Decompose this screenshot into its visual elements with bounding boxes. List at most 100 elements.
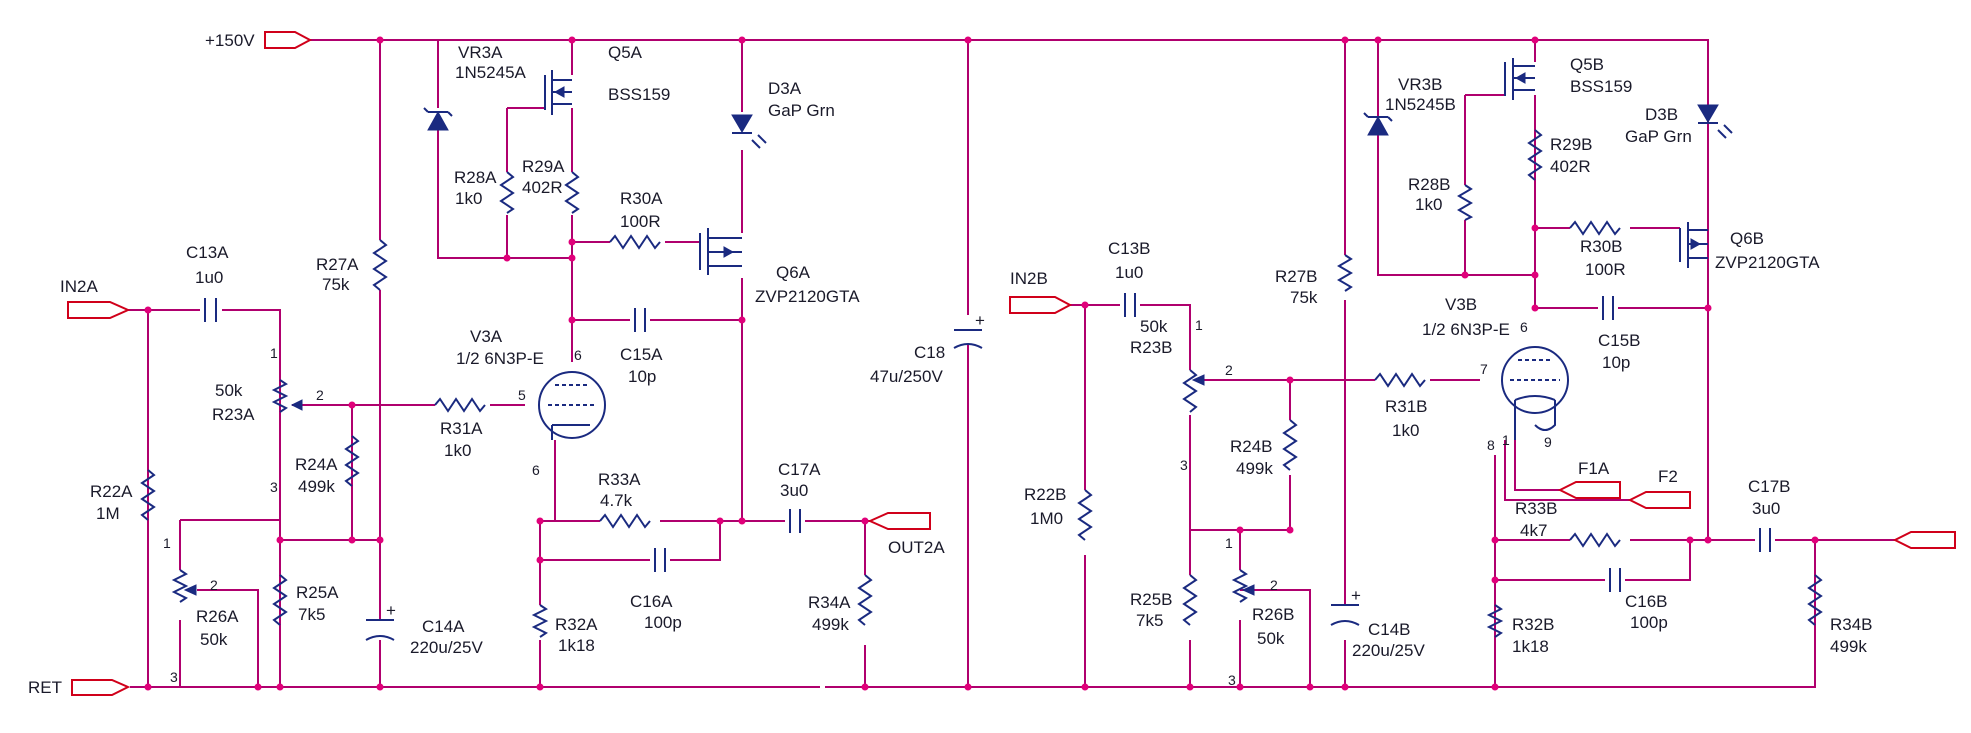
part-value: 1/2 6N3P-E bbox=[1422, 320, 1510, 339]
resistor-r28b bbox=[1457, 184, 1474, 221]
part-value: 50k bbox=[200, 630, 228, 649]
mosfet-q6a bbox=[699, 228, 742, 275]
part-value: 10p bbox=[628, 367, 656, 386]
part-ref: R33B bbox=[1515, 499, 1558, 518]
resistor-r31b bbox=[1374, 372, 1426, 388]
capacitor-c18: + bbox=[953, 311, 985, 349]
part-value: BSS159 bbox=[608, 85, 670, 104]
part-value: 3u0 bbox=[780, 481, 808, 500]
pin-number: 1 bbox=[1225, 535, 1233, 551]
capacitor-c15a bbox=[634, 308, 646, 332]
resistor-r27b bbox=[1337, 254, 1353, 292]
capacitor-c13a bbox=[204, 298, 217, 322]
part-ref: R33A bbox=[598, 470, 641, 489]
part-ref: R23B bbox=[1130, 338, 1173, 357]
junctions bbox=[144, 36, 1819, 691]
capacitor-c17b bbox=[1759, 528, 1771, 552]
resistor-r22b bbox=[1077, 489, 1093, 541]
svg-text:+: + bbox=[386, 601, 396, 620]
resistor-r34b bbox=[1807, 574, 1823, 626]
svg-text:+: + bbox=[1351, 586, 1361, 605]
pin-number: 3 bbox=[170, 669, 178, 685]
resistor-r33b bbox=[1569, 532, 1621, 548]
resistor-r33a bbox=[599, 513, 651, 529]
part-value: 220u/25V bbox=[1352, 641, 1425, 660]
part-ref: R22B bbox=[1024, 485, 1067, 504]
port-label-f2: F2 bbox=[1658, 467, 1678, 486]
part-ref: R28A bbox=[454, 168, 497, 187]
part-ref: R26A bbox=[196, 607, 239, 626]
part-ref: D3A bbox=[768, 79, 802, 98]
tube-v3b bbox=[1501, 346, 1569, 440]
part-value: 4k7 bbox=[1520, 521, 1547, 540]
part-ref: R29A bbox=[522, 157, 565, 176]
part-ref: R24B bbox=[1230, 437, 1273, 456]
potentiometer-r23b bbox=[1182, 369, 1205, 413]
capacitor-c14a: + bbox=[365, 601, 396, 641]
resistor-r27a bbox=[372, 239, 388, 291]
port-f2 bbox=[1627, 491, 1691, 509]
resistor-r25b bbox=[1182, 574, 1198, 626]
part-ref: C17A bbox=[778, 460, 821, 479]
pin-number: 3 bbox=[1180, 457, 1188, 473]
port-out2a bbox=[867, 512, 931, 530]
part-value: 1k0 bbox=[455, 189, 482, 208]
part-value: BSS159 bbox=[1570, 77, 1632, 96]
part-value: 4.7k bbox=[600, 491, 633, 510]
resistor-r30a bbox=[609, 234, 661, 250]
capacitor-c17a bbox=[789, 509, 801, 533]
part-ref: R34B bbox=[1830, 615, 1873, 634]
part-ref: Q6B bbox=[1730, 229, 1764, 248]
resistor-r32b bbox=[1486, 604, 1504, 638]
part-ref: R25A bbox=[296, 583, 339, 602]
part-ref: VR3B bbox=[1398, 75, 1442, 94]
pin-number: 3 bbox=[1228, 672, 1236, 688]
pin-number: 2 bbox=[210, 577, 218, 593]
pin-number: 8 bbox=[1487, 437, 1495, 453]
part-ref: R26B bbox=[1252, 605, 1295, 624]
port-label-ret: RET bbox=[28, 678, 62, 697]
part-value: 499k bbox=[1830, 637, 1867, 656]
part-value: 3u0 bbox=[1752, 499, 1780, 518]
part-ref: C14A bbox=[422, 617, 465, 636]
part-value: GaP Grn bbox=[768, 101, 835, 120]
pin-number: 7 bbox=[1480, 361, 1488, 377]
part-value: 1M0 bbox=[1030, 509, 1063, 528]
part-value: 1k0 bbox=[444, 441, 471, 460]
part-value: 47u/250V bbox=[870, 367, 943, 386]
part-ref: R32B bbox=[1512, 615, 1555, 634]
port-in2a bbox=[67, 301, 131, 319]
potentiometer-r23a bbox=[271, 379, 303, 413]
mosfet-q5b bbox=[1504, 58, 1535, 100]
potentiometer-r26a bbox=[171, 569, 197, 603]
part-ref: R27B bbox=[1275, 267, 1318, 286]
part-value: 50k bbox=[1257, 629, 1285, 648]
part-value: 1u0 bbox=[195, 268, 223, 287]
part-value: 75k bbox=[1290, 288, 1318, 307]
part-ref: R30A bbox=[620, 189, 663, 208]
part-value: 100p bbox=[1630, 613, 1668, 632]
part-ref: R29B bbox=[1550, 135, 1593, 154]
pin-number: 1 bbox=[1502, 432, 1510, 448]
resistor-r24a bbox=[344, 435, 360, 487]
part-ref: R25B bbox=[1130, 590, 1173, 609]
zener-vr3a bbox=[423, 107, 453, 131]
resistor-r28a bbox=[499, 171, 515, 214]
part-value: 402R bbox=[522, 178, 563, 197]
pin-number: 5 bbox=[518, 387, 526, 403]
part-value: 7k5 bbox=[1136, 611, 1163, 630]
resistor-r34a bbox=[857, 574, 873, 626]
part-value: 499k bbox=[1236, 459, 1273, 478]
part-value: 100p bbox=[644, 613, 682, 632]
part-ref: C13B bbox=[1108, 239, 1151, 258]
port-f1a bbox=[1557, 481, 1621, 499]
part-value: 10p bbox=[1602, 353, 1630, 372]
resistor-r29a bbox=[564, 171, 580, 214]
part-ref: C18 bbox=[914, 343, 945, 362]
part-value: 7k5 bbox=[298, 605, 325, 624]
resistor-r25a bbox=[272, 574, 288, 626]
part-ref: D3B bbox=[1645, 105, 1678, 124]
capacitor-c16a bbox=[654, 548, 666, 572]
part-value: 402R bbox=[1550, 157, 1591, 176]
part-ref: R23A bbox=[212, 405, 255, 424]
